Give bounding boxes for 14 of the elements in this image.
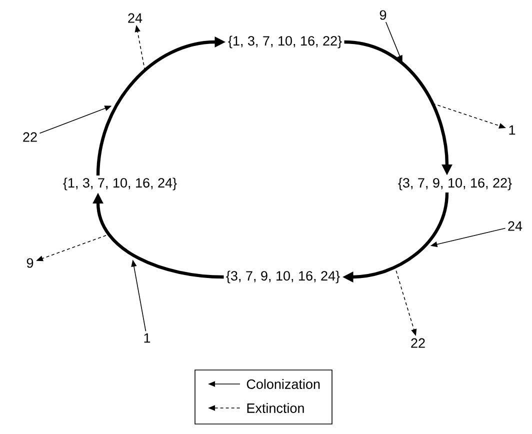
set-label: {3, 7, 9, 10, 16, 24} [226,270,340,284]
set-label: {1, 3, 7, 10, 16, 22} [228,36,342,48]
set-label: {1, 3, 7, 10, 16, 24} [63,178,177,190]
species-number: 9 [380,10,386,20]
legend-text: Extinction [247,403,304,413]
species-number: 24 [508,221,522,231]
species-number: 1 [144,333,150,343]
species-number: 24 [128,13,142,23]
species-number: 22 [23,132,37,142]
species-number: 9 [26,258,34,268]
legend-text: Colonization [246,379,320,389]
set-label: {3, 7, 9, 10, 16, 22} [398,178,512,190]
species-number: 22 [411,338,425,348]
species-number: 1 [509,125,516,135]
